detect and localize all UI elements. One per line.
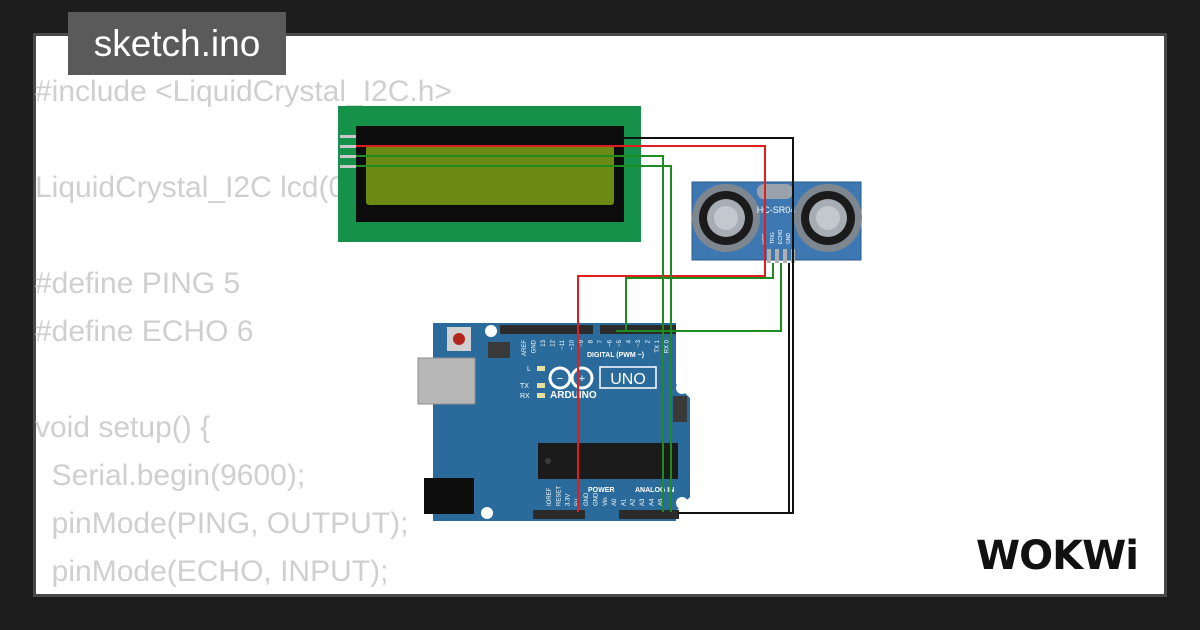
led-label: RX: [520, 393, 530, 400]
analog-label: ANALOG IN: [635, 487, 674, 494]
pin-label: A1: [621, 498, 627, 506]
pin-label: 13: [541, 339, 547, 346]
code-line: Serial.begin(9600);: [35, 459, 306, 492]
wire-green-sda: [356, 155, 664, 512]
analog-header: [619, 510, 679, 519]
pin-label: 8: [589, 339, 595, 343]
ultrasonic-sensor[interactable]: HC-SR04 VCC TRIG ECHO GND: [691, 181, 862, 263]
pin-label: IOREF: [547, 487, 553, 506]
digital-header-right: [600, 325, 676, 334]
pin-label: AREF: [522, 340, 528, 356]
pin-label: RX 0: [665, 339, 671, 353]
code-line: void setup() {: [35, 411, 211, 444]
pin-label: 4: [627, 339, 633, 343]
crystal: [757, 184, 793, 199]
sensor-pin-label: TRIG: [770, 232, 776, 244]
pin-label: ~10: [570, 339, 576, 350]
svg-text:+: +: [579, 373, 585, 385]
code-editor[interactable]: #include <LiquidCrystal_I2C.h>LiquidCrys…: [35, 68, 495, 596]
pin-label: GND: [584, 492, 590, 506]
sensor-label: HC-SR04: [757, 205, 796, 215]
sensor-pin-label: ECHO: [778, 229, 784, 244]
wokwi-logo: WOKWi: [976, 533, 1139, 579]
arduino-uno-board[interactable]: L TX RX − + ARDUINO UNO DIGITAL (PWM ~) …: [417, 323, 690, 521]
arduino-brand-label: ARDUINO: [550, 390, 597, 401]
pin-label: ~11: [560, 339, 566, 349]
wires: [356, 137, 794, 514]
svg-text:−: −: [557, 373, 563, 385]
mount-hole: [676, 497, 688, 509]
led-label: L: [527, 366, 531, 373]
transducer-right: [794, 184, 862, 252]
pin-label: 12: [551, 339, 557, 346]
pin-label: GND: [594, 492, 600, 506]
digital-header-left: [500, 325, 593, 334]
pin-label: ~6: [608, 339, 614, 347]
mount-hole: [676, 382, 688, 394]
chip-notch: [545, 458, 551, 464]
sensor-pin-label: GND: [786, 233, 792, 245]
digital-label: DIGITAL (PWM ~): [587, 352, 644, 359]
leds: [537, 366, 545, 398]
arduino-infinity-logo: − +: [548, 366, 594, 390]
reset-button-cap: [453, 333, 465, 345]
wire-red-vcc: [356, 145, 766, 512]
lcd-display[interactable]: [338, 106, 641, 242]
pin-label: 7: [598, 339, 604, 343]
pin-label: ~5: [617, 339, 623, 347]
code-line: pinMode(ECHO, INPUT);: [35, 555, 389, 588]
code-line: pinMode(PING, OUTPUT);: [35, 507, 409, 540]
mount-hole: [481, 507, 493, 519]
model-label: UNO: [610, 371, 646, 388]
pin-label: 2: [646, 339, 652, 343]
wire-black-gnd: [624, 137, 794, 514]
pin-label: ~9: [579, 339, 585, 347]
code-line: #define ECHO 6: [35, 315, 254, 348]
pin-label: A4: [649, 498, 655, 506]
pin-label: A0: [612, 498, 618, 506]
code-line: #define PING 5: [35, 267, 241, 300]
code-line: #include <LiquidCrystal_I2C.h>: [35, 75, 452, 108]
led-label: TX: [520, 383, 529, 390]
lcd-pins: [340, 135, 356, 168]
wire-green-echo: [616, 263, 782, 332]
transducer-left: [692, 184, 760, 252]
atmega-chip: [538, 443, 678, 479]
power-jack: [424, 478, 474, 514]
wire-green-scl: [356, 165, 672, 512]
model-badge: [599, 366, 657, 389]
wire-green-trig: [625, 263, 774, 330]
usb-port: [417, 357, 476, 405]
pin-label: ~3: [636, 339, 642, 347]
pin-label: A2: [631, 498, 637, 506]
pin-label: Vin: [603, 497, 609, 506]
power-label: POWER: [588, 487, 614, 494]
pin-label: GND: [532, 339, 538, 353]
icsp-header: [488, 342, 687, 422]
pin-label: A3: [640, 498, 646, 506]
wokwi-logo-text: WOKWi: [976, 533, 1138, 579]
pin-label: A5: [659, 498, 665, 506]
power-header: [533, 510, 585, 519]
mount-hole: [485, 325, 497, 337]
pin-label: TX 1: [655, 339, 661, 352]
pin-label: RESET: [556, 486, 562, 506]
lcd-screen: [366, 145, 614, 205]
file-tab[interactable]: sketch.ino: [68, 12, 286, 75]
pin-label: 3.3V: [566, 494, 572, 506]
